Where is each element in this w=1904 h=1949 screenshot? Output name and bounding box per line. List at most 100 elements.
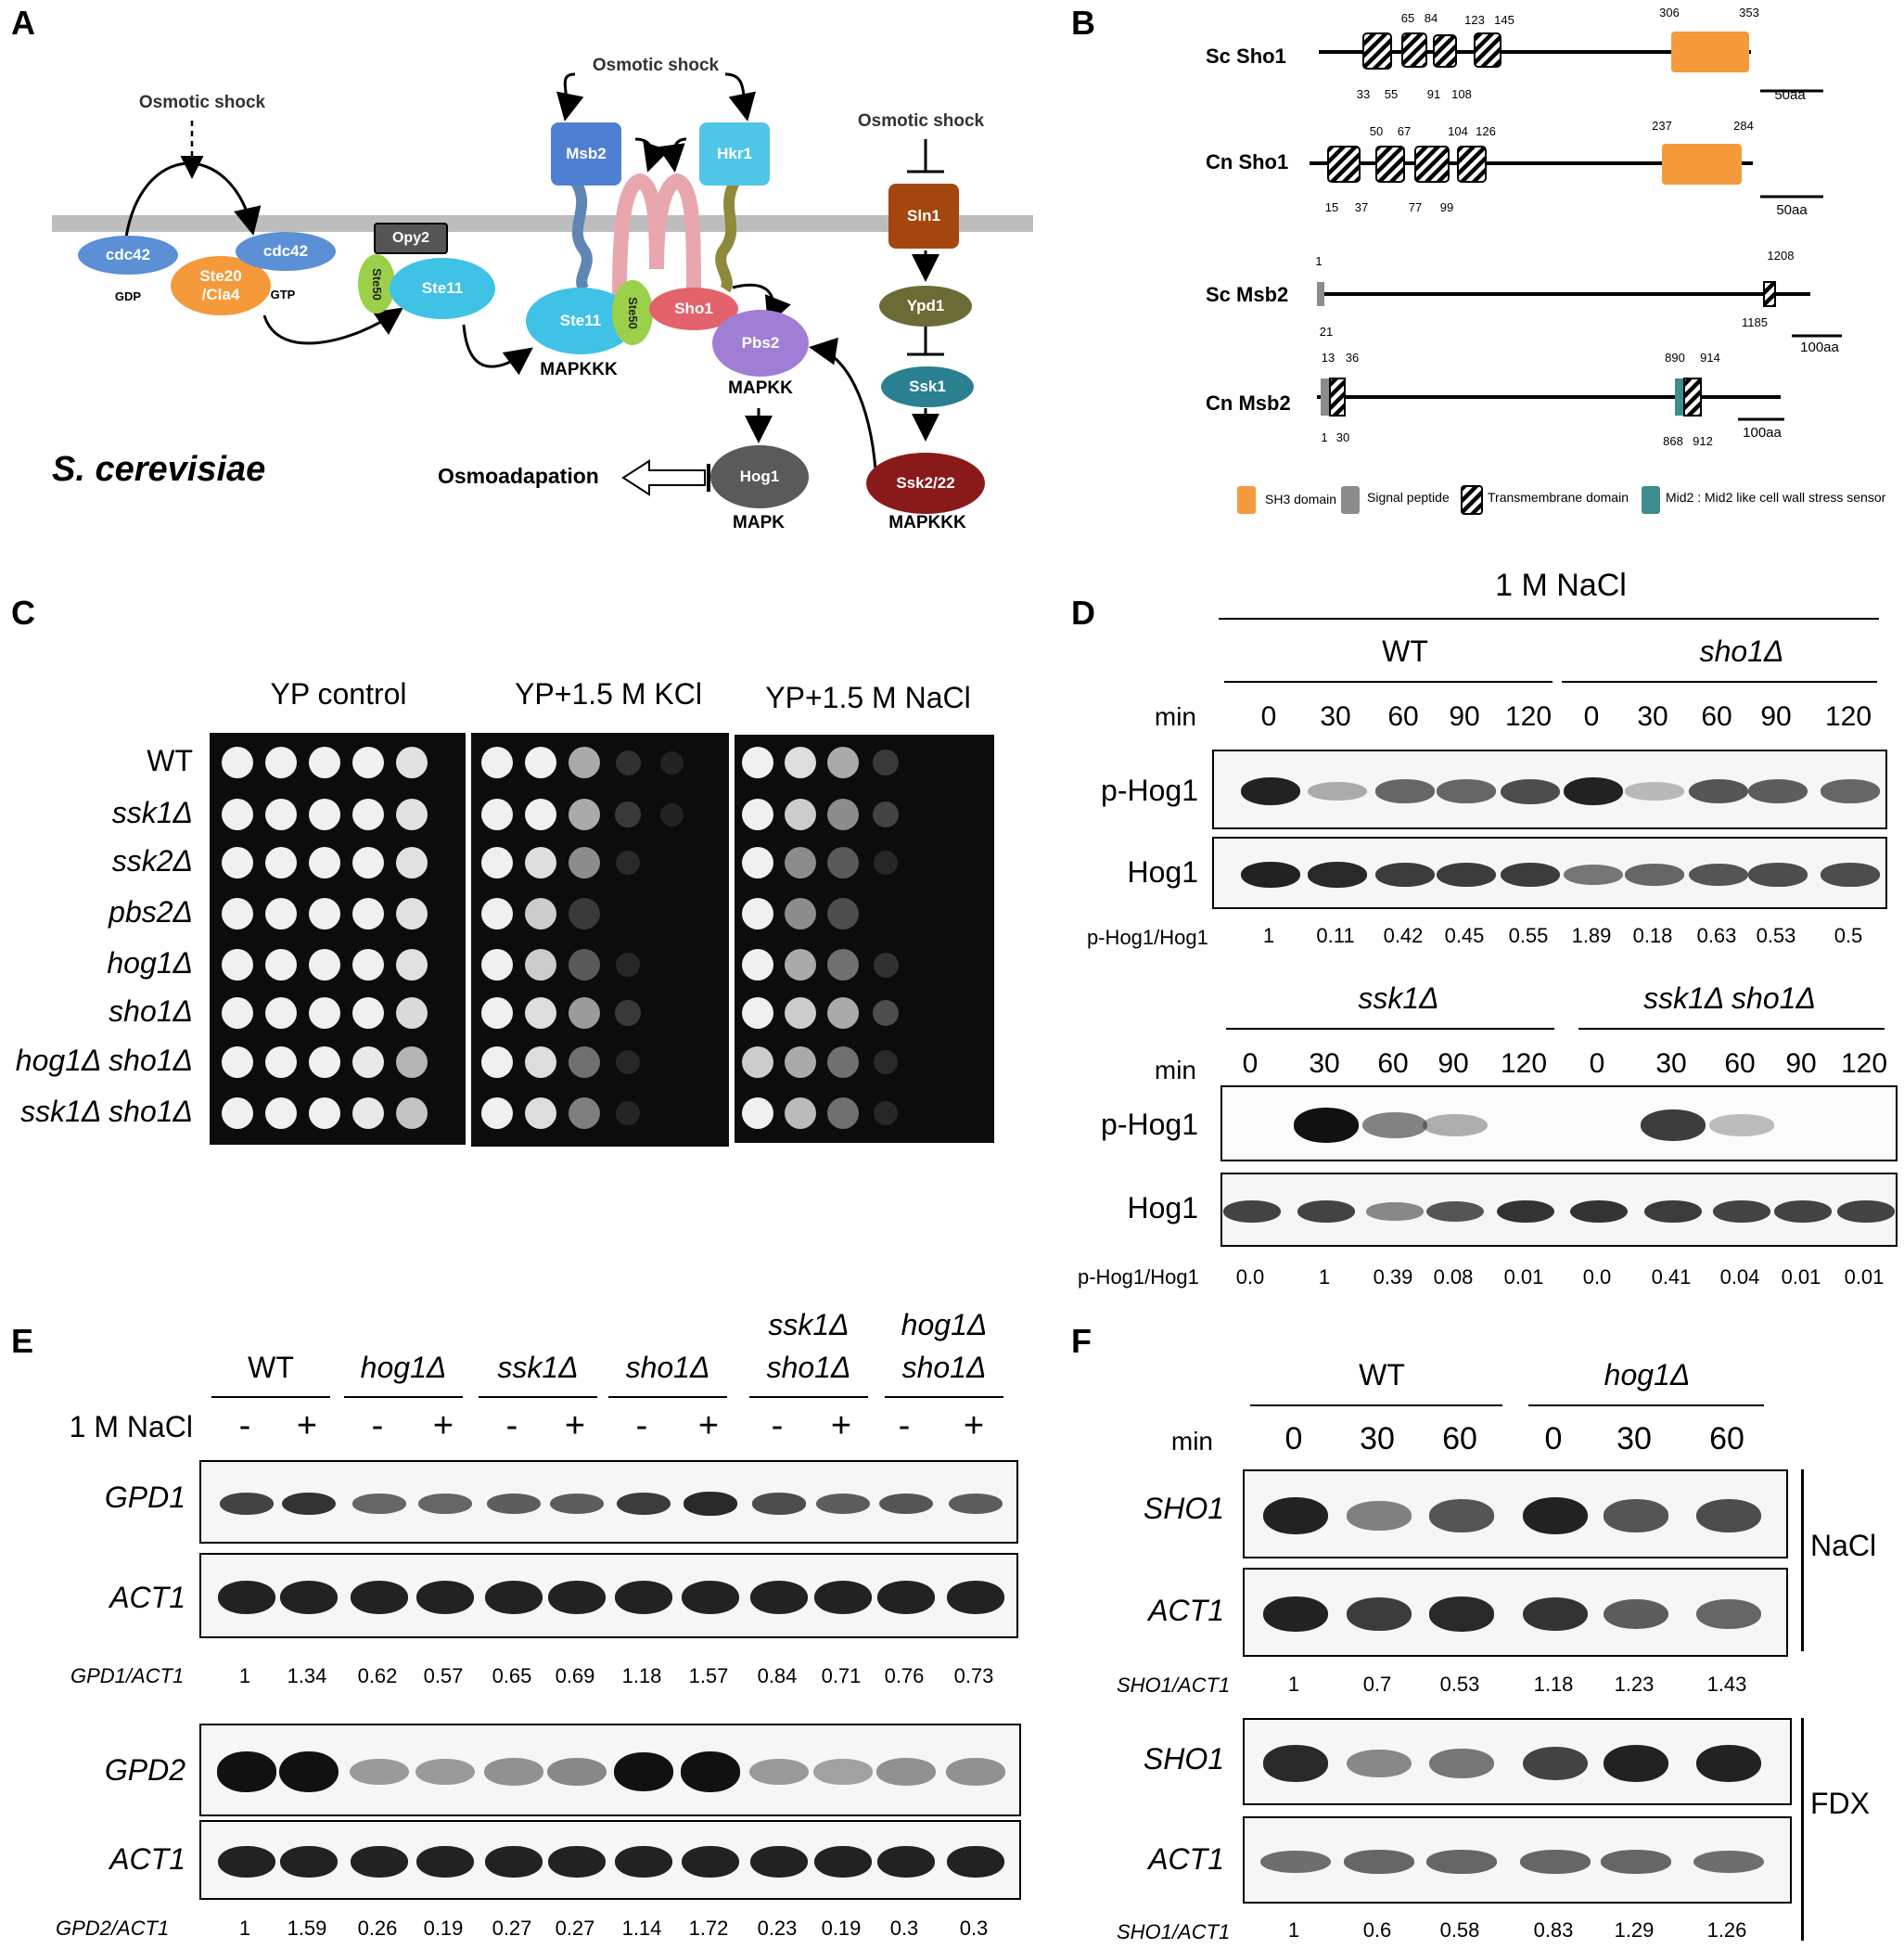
scale-bar-label: 100aa [1800, 340, 1839, 355]
colony-spot [874, 1101, 898, 1125]
colony-spot [265, 799, 297, 830]
condition-label: YP+1.5 M NaCl [765, 681, 971, 714]
colony-spot [396, 949, 428, 981]
colony-spot [265, 898, 297, 930]
ratio-value: 0.55 [1508, 924, 1549, 947]
colony-spot [396, 898, 428, 930]
colony-spot [742, 997, 773, 1029]
colony-spot [396, 997, 428, 1029]
residue-number: 36 [1345, 351, 1360, 365]
ratio-value: 0.39 [1373, 1265, 1413, 1289]
colony-spot [659, 802, 684, 827]
blot-band [1429, 1499, 1494, 1532]
colony-spot [525, 1046, 556, 1078]
blot-band [218, 1581, 275, 1614]
blot-gpd1 [199, 1460, 1018, 1544]
ratio-label: p-Hog1/Hog1 [1087, 926, 1208, 949]
colony-spot [569, 898, 600, 930]
colony-spot [481, 847, 513, 878]
group-label-wt: WT [1359, 1358, 1405, 1391]
colony-spot [396, 747, 428, 778]
ratio-value: 1.89 [1571, 924, 1612, 947]
mapkk-label: MAPKK [728, 378, 793, 398]
blot-band [1523, 1596, 1588, 1632]
time-label: 30 [1655, 1048, 1687, 1079]
legend-sh3-domain: SH3 domain [1265, 492, 1337, 506]
ratio-value: 1.34 [287, 1664, 327, 1687]
blot-band [1308, 781, 1367, 801]
blot-band [218, 1846, 275, 1878]
group-bracket [885, 1396, 1003, 1398]
residue-number: 1208 [1767, 249, 1795, 263]
osmotic-shock-label-right: Osmotic shock [857, 111, 985, 131]
colony-spot [569, 997, 600, 1029]
colony-spot [616, 953, 640, 977]
blot-band [1604, 1745, 1668, 1782]
blot-band [352, 1494, 406, 1514]
residue-number: 67 [1397, 124, 1412, 138]
colony-spot [525, 1097, 556, 1129]
colony-spot [222, 847, 253, 878]
blot-band [1501, 778, 1560, 804]
colony-spot [309, 799, 340, 830]
ratio-label: SHO1/ACT1 [1117, 1920, 1231, 1943]
row-label-gpd1: GPD1 [104, 1481, 185, 1514]
colony-spot [569, 747, 600, 778]
blot-hog1-top [1212, 837, 1887, 909]
ratio-value: 0.69 [555, 1664, 595, 1687]
group-label: WT [248, 1351, 294, 1384]
group-label: sho1Δ [901, 1351, 987, 1384]
colony-spot [309, 747, 340, 778]
colony-spot [615, 750, 641, 776]
blot-phog1-top [1212, 750, 1887, 829]
colony-spot [481, 1046, 513, 1078]
blot-band [814, 1581, 872, 1614]
residue-number: 37 [1354, 200, 1369, 214]
gdp-label: GDP [114, 289, 142, 303]
residue-number: 1 [1315, 254, 1323, 268]
colony-spot [615, 1000, 641, 1026]
blot-band [1426, 1850, 1497, 1874]
time-label: 0 [1583, 701, 1600, 732]
blot-band [615, 1581, 672, 1614]
time-label: 30 [1637, 701, 1668, 732]
residue-number: 99 [1439, 200, 1454, 214]
time-label: 0 [1544, 1421, 1563, 1456]
plate-yp-control [210, 733, 466, 1145]
species-label: S. cerevisiae [52, 450, 266, 489]
row-label-act1: ACT1 [109, 1581, 185, 1614]
ratio-value: 0.84 [757, 1664, 798, 1687]
ratio-value: 0.19 [821, 1917, 862, 1940]
ratio-value: 1.29 [1614, 1918, 1655, 1942]
time-label: 30 [1616, 1421, 1652, 1456]
opy2-node: Opy2 [374, 223, 448, 254]
ratio-value: 0.45 [1444, 924, 1485, 947]
blot-band [485, 1581, 543, 1614]
colony-spot [481, 997, 513, 1029]
ypd1-node: Ypd1 [879, 286, 972, 327]
time-label: 0 [1242, 1048, 1259, 1079]
residue-number: 912 [1693, 434, 1713, 448]
colony-spot [525, 949, 556, 981]
treatment-sign: - [898, 1406, 911, 1445]
protein-name-cn-sho1: Cn Sho1 [1206, 150, 1289, 173]
colony-spot [742, 1097, 773, 1129]
colony-spot [827, 1046, 859, 1078]
blot-sho1-fdx [1243, 1718, 1792, 1805]
ratio-value: 0.23 [757, 1917, 798, 1940]
colony-spot [352, 949, 384, 981]
time-label: 0 [1284, 1421, 1303, 1456]
blot-band [1713, 1200, 1770, 1223]
row-label-sho1: SHO1 [1143, 1492, 1224, 1525]
residue-number: 50 [1369, 124, 1384, 138]
treatment-sign: + [564, 1406, 586, 1445]
colony-spot [222, 997, 253, 1029]
protein-name-sc-msb2: Sc Msb2 [1206, 283, 1289, 306]
colony-spot [265, 1046, 297, 1078]
blot-band [681, 1751, 740, 1792]
residue-number: 104 [1448, 124, 1468, 138]
group-label-sho1: sho1Δ [1699, 635, 1784, 668]
blot-band [1344, 1850, 1414, 1874]
residue-number: 15 [1324, 200, 1339, 214]
